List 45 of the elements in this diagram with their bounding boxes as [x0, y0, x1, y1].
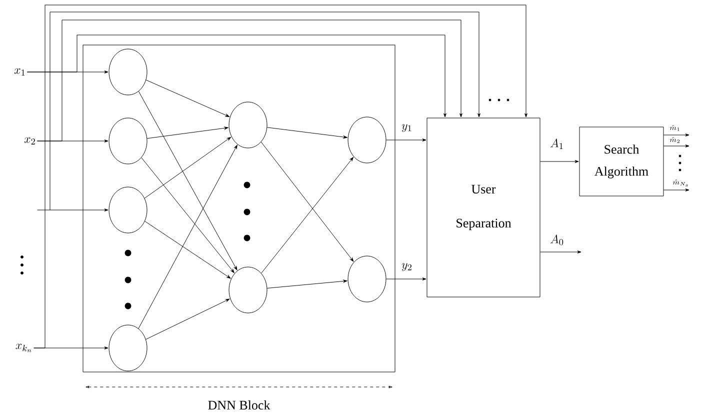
arrow [266, 127, 348, 138]
arrow [34, 4, 528, 348]
neuron-circle [348, 256, 386, 302]
arrow [37, 208, 108, 212]
arrow [540, 250, 582, 254]
edge-label: $A_0$ [549, 234, 565, 246]
arrow [386, 138, 426, 142]
neuron-circle [108, 324, 148, 372]
arrow [664, 134, 690, 136]
arrow [146, 80, 230, 117]
edge-label: $\hat{m}_1$ [668, 124, 682, 132]
input-label: $x_{k_n}$ [16, 344, 32, 352]
arrow [50, 12, 480, 210]
arrow [664, 188, 690, 192]
neuron-circle [228, 266, 268, 314]
arrow [144, 220, 231, 279]
neuron-circle [108, 118, 148, 164]
edge-label: $y_1$ [400, 123, 414, 133]
neuron-circle [348, 116, 386, 164]
arrow [144, 136, 232, 198]
arrow [266, 280, 348, 288]
input-label: $x_1$ [14, 68, 25, 76]
input-label: $x_2$ [24, 137, 35, 144]
arrow [138, 144, 238, 329]
edge-label: $\hat{m}_2$ [668, 136, 682, 144]
process-box: User Separation [426, 118, 540, 298]
edge-label: $A_1$ [549, 138, 565, 150]
arrow [26, 34, 446, 118]
block-label: DNN Block [208, 400, 270, 410]
edge-label: $y_2$ [400, 262, 414, 272]
process-box: Search Algorithm [579, 126, 664, 196]
arrow [36, 20, 462, 142]
arrow [261, 157, 354, 274]
arrow [664, 144, 690, 148]
arrow [146, 298, 230, 340]
neuron-circle [108, 186, 148, 234]
arrow [386, 278, 426, 280]
edge-label: $\hat{m}_{N_s}$ [672, 178, 690, 188]
neuron-circle [228, 102, 268, 148]
neuron-circle [108, 48, 148, 96]
arrow [146, 126, 228, 139]
arrow [138, 91, 238, 270]
arrow [141, 157, 234, 273]
arrow [540, 160, 579, 163]
arrow [260, 142, 354, 262]
